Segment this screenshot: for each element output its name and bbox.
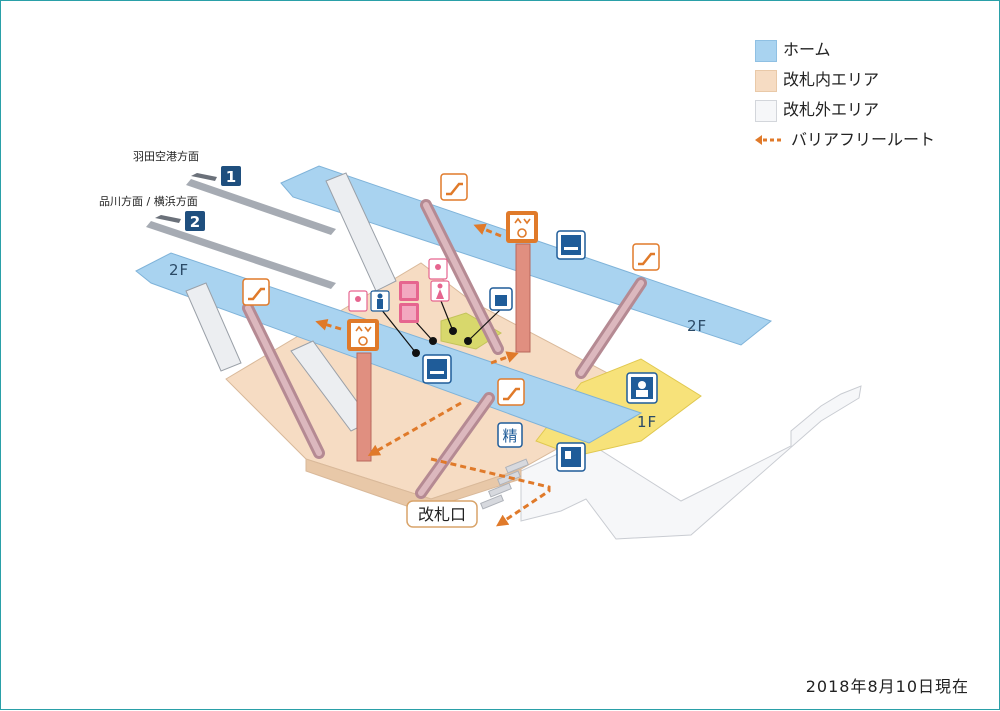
fare-adjustment-icon: 精 — [497, 422, 523, 448]
track2-number: 2 — [190, 213, 200, 231]
track1-label: 羽田空港方面 1 — [133, 149, 241, 186]
date-note: 2018年8月10日現在 — [805, 677, 969, 696]
escalators — [242, 199, 647, 499]
legend-label-inside-gate: 改札内エリア — [783, 70, 880, 89]
legend-label-barrier-free: バリアフリールート — [791, 130, 936, 149]
track2-direction: 品川方面 / 横浜方面 — [99, 194, 198, 208]
track1-number: 1 — [226, 168, 236, 186]
legend-swatch-inside-gate — [755, 70, 777, 92]
ticket-gate-label: 改札口 — [406, 500, 478, 528]
route-arrow-icon — [755, 135, 783, 145]
escalator-icon — [242, 278, 270, 306]
waiting-area-icon — [422, 354, 452, 384]
barrier-free-route — [315, 223, 551, 527]
multipurpose-toilet-icon — [399, 281, 419, 301]
elevator-icon — [506, 211, 538, 243]
train-icon — [155, 215, 181, 223]
legend-swatch-platform — [755, 40, 777, 62]
stairs-right — [325, 172, 397, 292]
floor-label-1f: 1F — [637, 413, 657, 431]
train-icon — [191, 173, 217, 181]
baby-room-icon — [428, 258, 448, 280]
legend-swatch-outside-gate — [755, 100, 777, 122]
escalator-icon — [632, 243, 660, 271]
floor-label-2f-right: 2F — [687, 317, 707, 335]
legend-label-platform: ホーム — [783, 40, 831, 59]
escalator-icon — [440, 173, 468, 201]
tracks — [146, 179, 336, 289]
station-staff-icon — [626, 372, 658, 404]
legend-label-outside-gate: 改札外エリア — [783, 100, 880, 119]
track2-label: 品川方面 / 横浜方面 2 — [99, 194, 205, 231]
multipurpose-toilet-icon — [399, 303, 419, 323]
coin-locker-icon — [489, 287, 513, 311]
track1-direction: 羽田空港方面 — [133, 149, 199, 163]
baby-room-icon — [348, 290, 368, 312]
outside-gate-walkway — [520, 385, 862, 540]
leader-dots — [412, 327, 472, 357]
escalator-icon — [497, 378, 525, 406]
track2-badge — [185, 211, 205, 231]
leader-lines — [380, 300, 502, 354]
gate-label-text: 改札口 — [418, 505, 466, 524]
women-toilet-icon — [430, 280, 450, 302]
fare-adjust-text: 精 — [502, 427, 517, 445]
men-toilet-icon — [370, 290, 390, 312]
floor-label-2f-left: 2F — [169, 261, 189, 279]
ticket-machine-icon — [556, 442, 586, 472]
waiting-area-icon — [556, 230, 586, 260]
track1-badge — [221, 166, 241, 186]
elevator-shafts — [356, 243, 531, 462]
elevator-icon — [347, 319, 379, 351]
